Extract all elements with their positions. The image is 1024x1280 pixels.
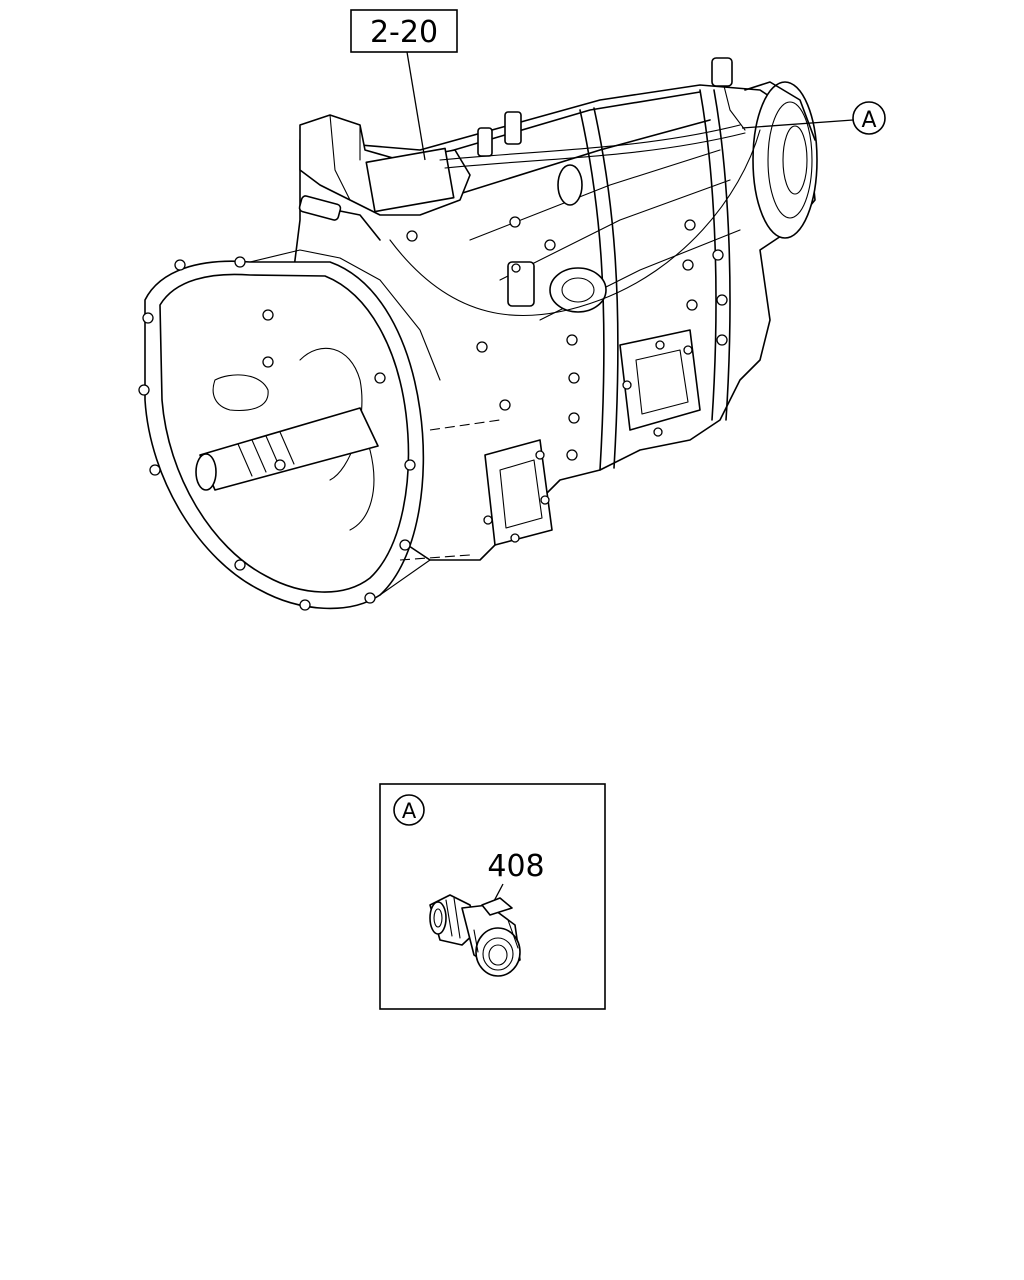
detail-marker-main[interactable]: A <box>852 101 886 135</box>
case-bolts <box>406 216 728 543</box>
detail-marker-main-text: A <box>861 108 876 133</box>
reference-label-text: 2-20 <box>370 15 438 50</box>
reference-label-box[interactable]: 2-20 <box>350 9 458 53</box>
pressure-switch-part <box>429 894 521 977</box>
detail-view-marker-text: A <box>402 799 417 823</box>
reference-leader-line <box>406 51 426 161</box>
part-number-label[interactable]: 408 <box>487 849 544 884</box>
detail-view-marker: A <box>393 794 425 826</box>
transmission-assembly-illustration <box>138 57 818 611</box>
bell-housing-bolts <box>138 256 416 611</box>
detail-view-a: A 408 <box>379 783 606 1010</box>
detail-marker-leader-line <box>741 119 854 129</box>
